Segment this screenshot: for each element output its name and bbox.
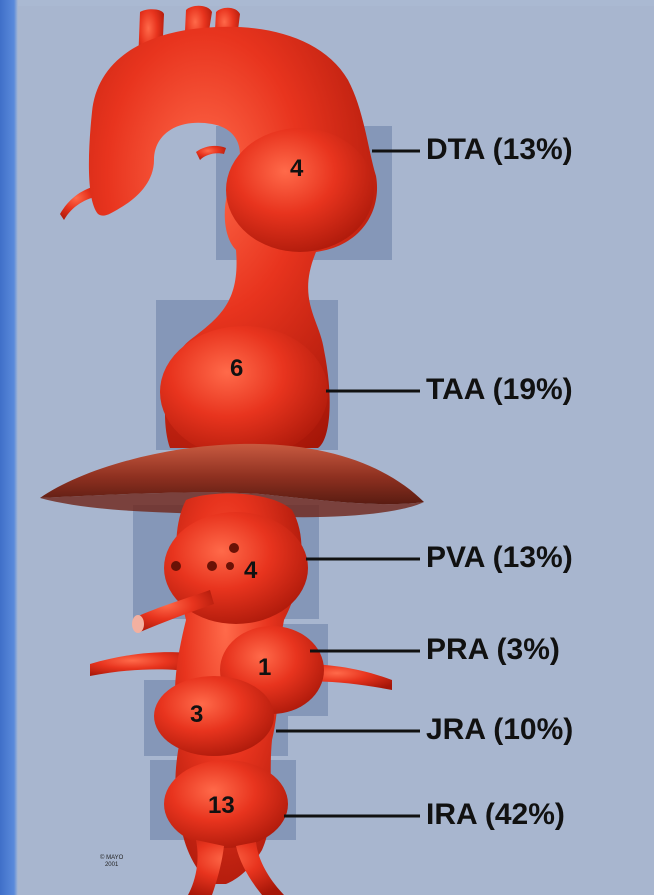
dta-bulge	[226, 128, 374, 252]
vessel-orifice	[132, 615, 144, 633]
label-dta: DTA (13%)	[426, 133, 573, 167]
taa-bulge	[160, 326, 328, 458]
label-jra: JRA (10%)	[426, 713, 573, 747]
count-dta: 4	[290, 155, 303, 183]
count-pra: 1	[258, 654, 271, 682]
vessel-orifice	[171, 561, 181, 571]
count-ira: 13	[208, 792, 235, 820]
label-ira: IRA (42%)	[426, 798, 565, 832]
label-pra: PRA (3%)	[426, 633, 560, 667]
count-jra: 3	[190, 701, 203, 729]
copyright-line-2: 2001	[100, 862, 123, 869]
label-pva: PVA (13%)	[426, 541, 573, 575]
count-pva: 4	[244, 557, 257, 585]
count-taa: 6	[230, 355, 243, 383]
copyright-line-1: © MAYO	[100, 855, 123, 862]
vessel-orifice	[229, 543, 239, 553]
jra-bulge	[154, 676, 274, 756]
vessel-orifice	[226, 562, 234, 570]
label-taa: TAA (19%)	[426, 373, 573, 407]
copyright-mark: © MAYO 2001	[100, 855, 123, 869]
vessel-orifice	[207, 561, 217, 571]
